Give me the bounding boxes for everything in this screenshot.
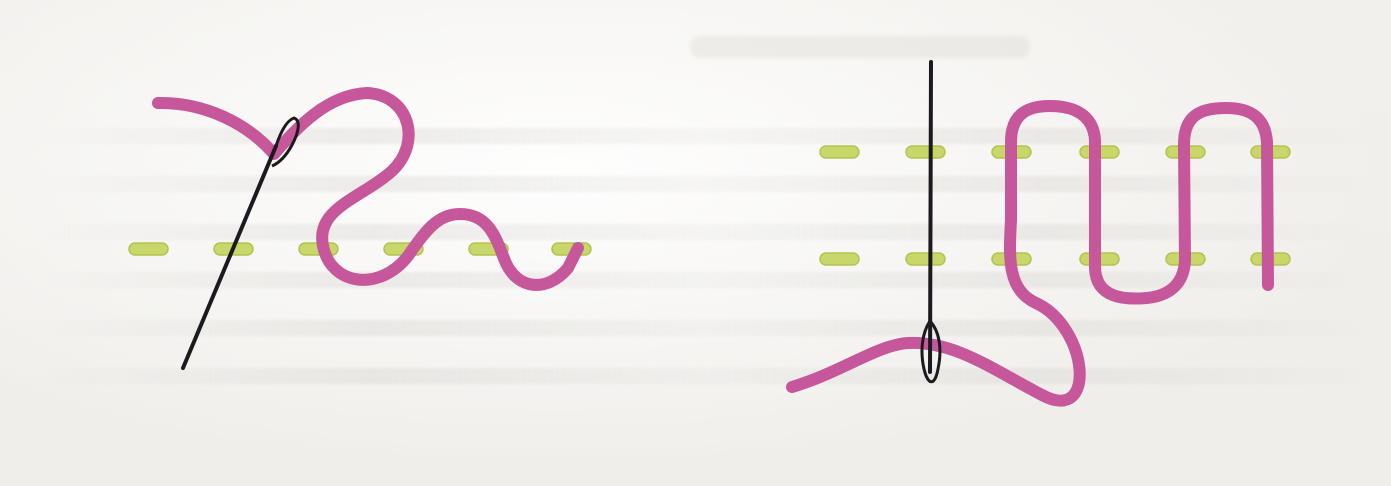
background-heading-ghost — [690, 36, 1030, 58]
right-stitch-illustration — [786, 60, 1291, 407]
left-stitch-illustration — [128, 87, 592, 370]
needle-body-right — [928, 60, 933, 374]
stitch-dash — [128, 242, 169, 256]
needle-eye-right — [920, 319, 942, 384]
thread-path-left — [152, 87, 584, 291]
background-text-line — [40, 368, 1371, 384]
stitch-dash — [905, 252, 946, 266]
stitch-dash — [819, 145, 860, 159]
stitch-dash — [819, 252, 860, 266]
background-text-line — [40, 128, 1371, 144]
stitch-dash — [905, 145, 946, 159]
needle-eye-left — [271, 116, 300, 168]
background-text-line — [40, 224, 1371, 240]
thread-path-right — [786, 100, 1274, 407]
background-text-line — [40, 320, 1371, 336]
needle-body-left — [181, 144, 278, 370]
